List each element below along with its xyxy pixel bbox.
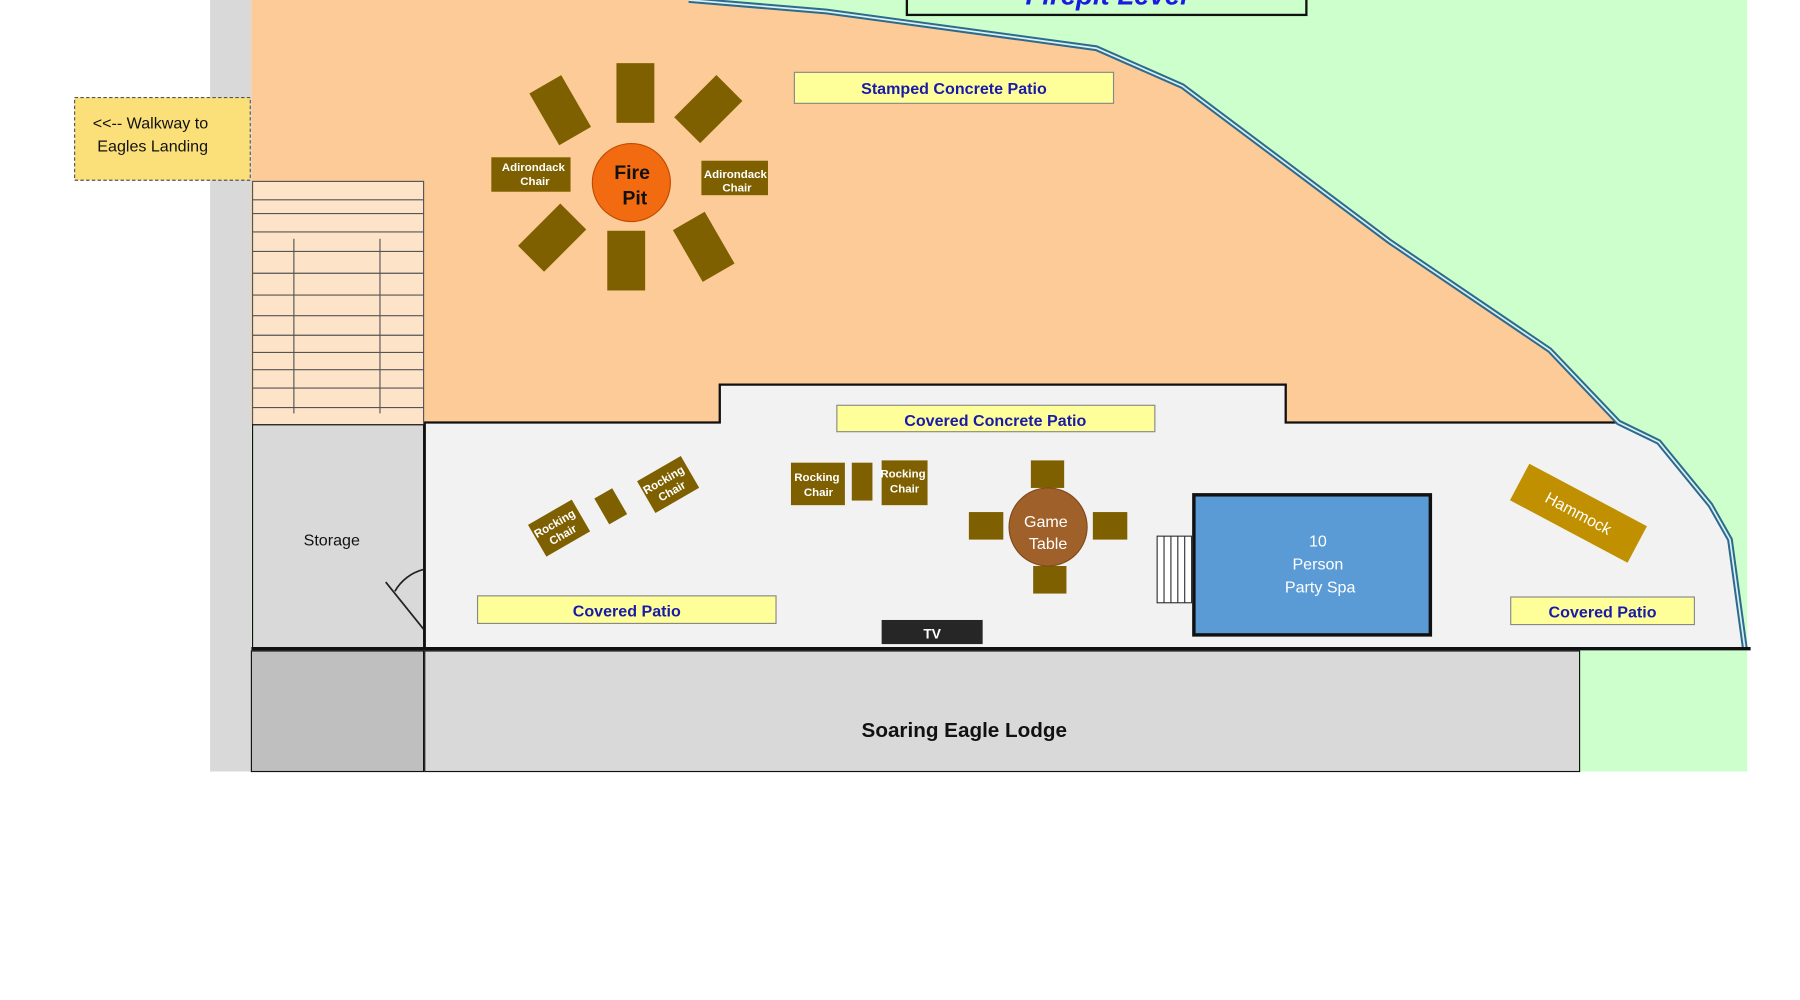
rocking-chair-label: Rocking Chair [880,469,928,496]
chair [674,74,743,144]
covered-patio-left-sign [476,595,777,624]
chair [616,63,655,123]
storage-room [251,424,425,650]
page-title: Firepit Level [1025,0,1189,11]
side-table [594,488,628,525]
adirondack-right-label: Adirondack Chair [704,169,770,195]
lodge-building [424,650,1581,773]
game-table-label: Game Table [1024,513,1072,553]
covered-patio-right-label: Covered Patio [1549,604,1657,622]
side-table [851,462,873,501]
tv-label: TV [923,626,941,641]
property-boundary-inner [688,0,1746,649]
covered-concrete-label: Covered Concrete Patio [904,412,1086,430]
rocking-chair-label: Rocking Chair [794,472,842,499]
stairs [251,180,425,426]
stamped-patio-sign [793,71,1115,104]
rocking-chair [637,455,700,514]
fire-pit-seating [491,63,768,291]
stamped-patio-label: Stamped Concrete Patio [861,80,1047,98]
covered-patio-left-label: Covered Patio [573,603,681,621]
storage-door [385,568,425,630]
game-table-chairs [968,460,1128,594]
adirondack-chair-left [491,157,571,192]
fire-pit-label: Fire Pit [614,162,655,209]
rocking-chair [790,462,845,506]
stamped-concrete-patio-area [251,0,1619,425]
rocking-chair [881,460,928,506]
chair [672,211,735,282]
lodge-label: Soaring Eagle Lodge [862,719,1067,742]
title-box [905,0,1308,17]
covered-concrete-sign [836,404,1156,433]
adirondack-chair-right [701,160,768,196]
storage-label: Storage [304,531,360,549]
covered-patio-right-sign [1510,596,1695,626]
spa-label: 10 Person Party Spa [1285,532,1356,596]
party-spa [1192,493,1433,637]
walkway-line1: <<-- Walkway to [93,115,209,133]
rocking-chair [528,499,591,557]
game-table [1008,487,1088,567]
chair [529,75,592,146]
lodge-annex [250,650,425,773]
tv [881,619,983,645]
walkway-label: <<-- Walkway to Eagles Landing [93,115,213,156]
spa-steps [1156,535,1193,604]
chair [518,203,587,272]
fire-pit [591,142,671,223]
walkway-line2: Eagles Landing [97,138,208,156]
walkway-sign [74,97,251,181]
adirondack-left-label: Adirondack Chair [502,162,568,188]
chair [607,230,646,291]
